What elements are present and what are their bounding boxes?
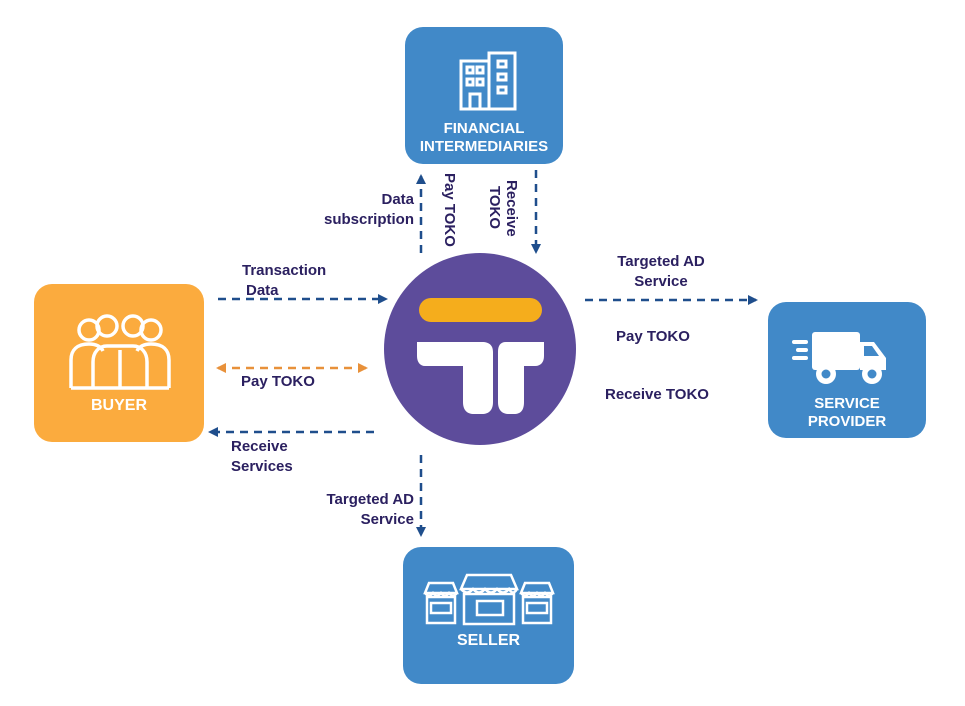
label-sp-pay-toko: Pay TOKO	[616, 328, 690, 345]
buyer-label: BUYER	[90, 397, 147, 414]
receive-services-line1: Receive	[231, 438, 288, 455]
targeted-ad-seller-line1: Targeted AD	[326, 491, 414, 508]
pay-toko-vertical-text: Pay TOKO	[441, 173, 458, 247]
seller-box: SELLER	[403, 547, 574, 684]
toko-logo-icon	[384, 253, 576, 445]
label-transaction-data: Transaction Data	[242, 261, 326, 301]
targeted-ad-sp-line2: Service	[634, 273, 688, 290]
targeted-ad-seller-line2: Service	[360, 511, 414, 528]
buyer-box: BUYER	[34, 284, 204, 442]
service-provider-label-line1: SERVICE	[814, 395, 880, 412]
shops-icon	[423, 573, 555, 626]
financial-label-line2: INTERMEDIARIES	[419, 138, 549, 155]
delivery-truck-icon	[792, 332, 886, 384]
data-subscription-line2: subscription	[323, 211, 414, 228]
building-icon	[459, 51, 517, 111]
data-subscription-line1: Data	[381, 191, 414, 208]
people-group-icon	[69, 314, 171, 390]
label-pay-toko-vertical: Pay TOKO	[441, 173, 458, 247]
service-provider-label-line2: PROVIDER	[807, 413, 887, 430]
financial-intermediaries-box: FINANCIAL INTERMEDIARIES	[405, 27, 563, 164]
financial-label-line1: FINANCIAL	[443, 120, 525, 137]
transaction-data-line2: Data	[246, 282, 279, 299]
receive-services-line2: Services	[231, 458, 293, 475]
label-receive-services: Receive Services	[231, 437, 293, 477]
targeted-ad-sp-line1: Targeted AD	[617, 253, 705, 270]
service-provider-box: SERVICE PROVIDER	[768, 302, 926, 438]
receive-toko-line1: Receive	[503, 180, 520, 237]
receive-toko-line2: TOKO	[486, 186, 503, 230]
label-receive-toko-vertical: Receive TOKO	[486, 180, 520, 237]
label-targeted-ad-sp: Targeted AD Service	[608, 252, 714, 292]
label-buyer-pay-toko: Pay TOKO	[241, 373, 315, 390]
label-targeted-ad-seller: Targeted AD Service	[300, 490, 414, 530]
label-sp-receive-toko: Receive TOKO	[605, 386, 709, 403]
transaction-data-line1: Transaction	[242, 262, 327, 279]
label-data-subscription: Data subscription	[312, 190, 414, 230]
seller-label: SELLER	[456, 632, 521, 649]
